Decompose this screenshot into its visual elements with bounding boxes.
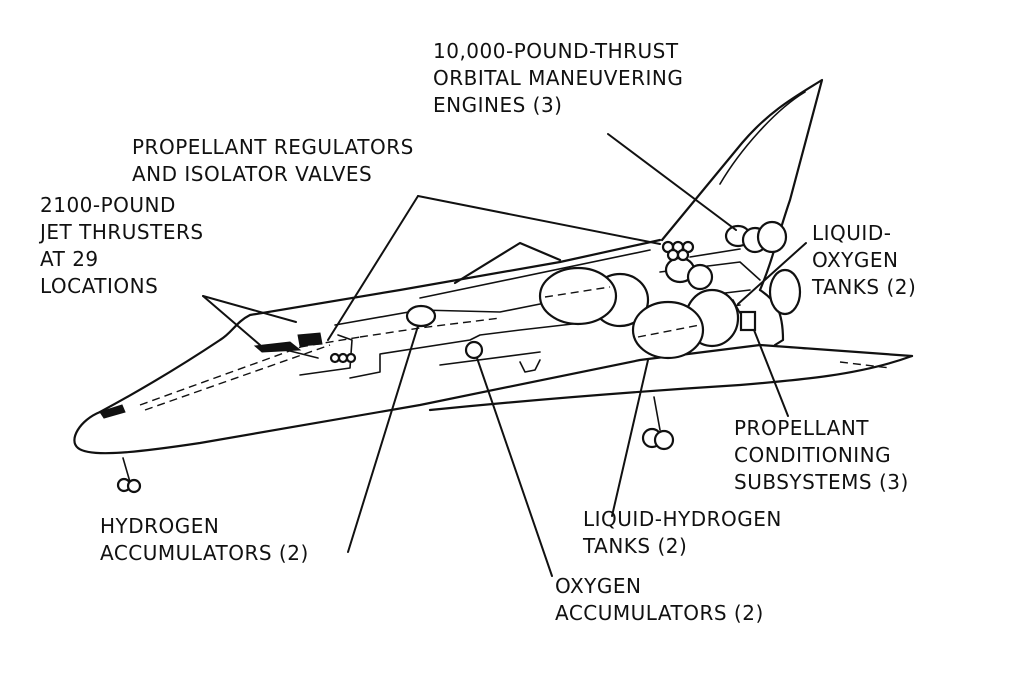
- label-line: LIQUID-: [812, 221, 892, 245]
- label-line: 10,000-POUND-THRUST: [433, 39, 679, 63]
- leader-h2-accumulators: [347, 325, 419, 553]
- label-line: TANKS (2): [812, 275, 917, 299]
- liquid-hydrogen-tanks: [538, 266, 740, 360]
- label-oms-engines: 10,000-POUND-THRUST ORBITAL MANEUVERING …: [433, 38, 683, 119]
- leader-conditioning: [753, 329, 789, 417]
- leader-o2-accumulators: [476, 357, 553, 577]
- label-line: AT 29: [40, 247, 99, 271]
- leader-regulators-b: [417, 195, 661, 245]
- leader-thrusters-a: [202, 295, 261, 346]
- label-line: JET THRUSTERS: [40, 220, 204, 244]
- leader-lines: [202, 133, 807, 577]
- leader-regulators-a: [327, 195, 419, 341]
- label-line: OXYGEN: [555, 574, 642, 598]
- label-line: ACCUMULATORS (2): [100, 541, 309, 565]
- label-lox-tanks: LIQUID- OXYGEN TANKS (2): [812, 220, 916, 301]
- label-line: 2100-POUND: [40, 193, 176, 217]
- label-conditioning: PROPELLANT CONDITIONING SUBSYSTEMS (3): [734, 415, 909, 496]
- label-jet-thrusters: 2100-POUND JET THRUSTERS AT 29 LOCATIONS: [40, 192, 204, 300]
- landing-gear: [116, 396, 675, 494]
- propellant-regulators: [329, 240, 695, 364]
- label-lh2-tanks: LIQUID-HYDROGEN TANKS (2): [583, 506, 782, 560]
- label-line: PROPELLANT: [734, 416, 869, 440]
- label-line: ACCUMULATORS (2): [555, 601, 764, 625]
- leader-lox-tanks: [737, 242, 807, 305]
- label-line: HYDROGEN: [100, 514, 220, 538]
- label-line: PROPELLANT REGULATORS: [132, 135, 414, 159]
- accumulators: [405, 304, 484, 360]
- conditioning-subsystem: [732, 299, 757, 332]
- label-line: OXYGEN: [812, 248, 899, 272]
- label-line: CONDITIONING: [734, 443, 892, 467]
- label-line: LOCATIONS: [40, 274, 159, 298]
- label-line: LIQUID-HYDROGEN: [583, 507, 782, 531]
- forward-thrusters: [99, 332, 323, 419]
- label-h2-accumulators: HYDROGEN ACCUMULATORS (2): [100, 513, 309, 567]
- label-o2-accumulators: OXYGEN ACCUMULATORS (2): [555, 573, 764, 627]
- leader-oms-engines: [607, 133, 737, 231]
- liquid-oxygen-tanks: [664, 256, 802, 316]
- label-line: TANKS (2): [583, 534, 688, 558]
- orbiter-body: [73, 78, 914, 455]
- leader-thrusters-b: [202, 295, 297, 323]
- oms-engines: [724, 220, 788, 254]
- label-line: ENGINES (3): [433, 93, 563, 117]
- label-line: ORBITAL MANEUVERING: [433, 66, 684, 90]
- label-line: SUBSYSTEMS (3): [734, 470, 909, 494]
- label-line: AND ISOLATOR VALVES: [132, 162, 373, 186]
- label-regulators: PROPELLANT REGULATORS AND ISOLATOR VALVE…: [132, 134, 414, 188]
- leader-lh2-tanks: [611, 359, 649, 517]
